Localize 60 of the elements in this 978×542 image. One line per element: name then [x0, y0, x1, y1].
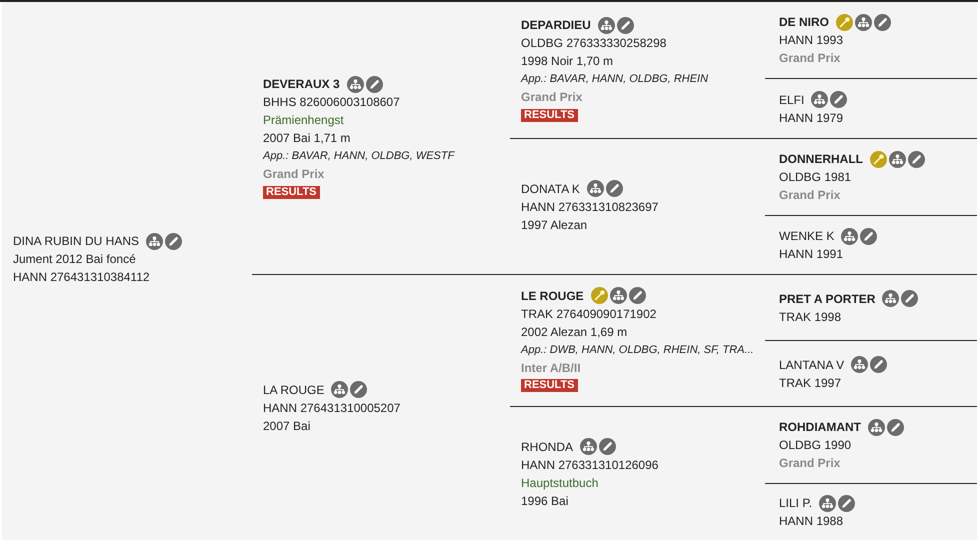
detail-text: TRAK 1998	[779, 308, 842, 324]
horse-name: PRET A PORTER	[779, 290, 876, 306]
horse-name: DINA RUBIN DU HANS	[13, 233, 140, 249]
detail-text: HANN 1993	[779, 32, 844, 48]
approval-text: App.: BAVAR, HANN, OLDBG, RHEIN	[521, 72, 708, 87]
detail-text: HANN 276431310384112	[13, 269, 150, 285]
pedigree-cell	[765, 340, 977, 406]
detail-text: HANN 276331310126096	[521, 456, 658, 472]
level-text: Grand Prix	[521, 89, 582, 105]
horse-name: DEVERAUX 3	[263, 76, 340, 92]
pedigree-cell	[765, 2, 977, 78]
detail-text: 2007 Bai	[263, 418, 310, 434]
pedigree-cell	[765, 406, 977, 483]
horse-name: ELFI	[779, 92, 804, 108]
horse-name: WENKE K	[779, 228, 834, 244]
pedigree-cell	[2, 2, 252, 540]
horse-name: DEPARDIEU	[521, 17, 591, 33]
approval-text: App.: DWB, HANN, OLDBG, RHEIN, SF, TRA...	[521, 342, 754, 358]
detail-text: 1997 Alezan	[521, 216, 588, 232]
pedigree-cell	[765, 78, 977, 138]
horse-name: LILI P.	[779, 495, 812, 511]
status-text: Prämienhengst	[263, 112, 344, 128]
level-text: Grand Prix	[779, 50, 840, 66]
pedigree-cell	[765, 138, 977, 215]
detail-text: OLDBG 1981	[779, 169, 852, 185]
detail-text: 2002 Alezan 1,69 m	[521, 324, 628, 340]
detail-text: HANN 1979	[779, 110, 844, 126]
horse-name: DONATA K	[521, 180, 580, 196]
detail-text: TRAK 1997	[779, 374, 842, 390]
pedigree-cell	[765, 274, 977, 340]
level-text: Grand Prix	[779, 455, 840, 471]
horse-name: ROHDIAMANT	[779, 419, 861, 435]
detail-text: OLDBG 1990	[779, 437, 852, 453]
level-text: Grand Prix	[779, 187, 840, 203]
detail-text: HANN 276431310005207	[263, 400, 400, 416]
detail-text: OLDBG 276333330258298	[521, 35, 666, 51]
approval-text: App.: BAVAR, HANN, OLDBG, WESTF	[263, 149, 454, 164]
detail-text: 1996 Bai	[521, 492, 568, 508]
horse-name: LA ROUGE	[263, 382, 324, 398]
detail-text: BHHS 826006003108607	[263, 94, 400, 110]
detail-text: Jument 2012 Bai foncé	[13, 251, 136, 267]
detail-text: HANN 276331310823697	[521, 198, 658, 214]
horse-name: RHONDA	[521, 438, 574, 454]
horse-name: LE ROUGE	[521, 288, 584, 304]
detail-text: HANN 1988	[779, 513, 844, 529]
status-text: Hauptstutbuch	[521, 474, 598, 490]
level-text: Grand Prix	[263, 166, 324, 182]
results-badge: RESULTS	[521, 379, 578, 392]
pedigree-cell	[765, 483, 977, 540]
horse-name: LANTANA V	[779, 356, 844, 372]
detail-text: 1998 Noir 1,70 m	[521, 53, 614, 69]
detail-text: TRAK 276409090171902	[521, 306, 656, 322]
detail-text: HANN 1991	[779, 246, 844, 262]
results-badge: RESULTS	[263, 186, 320, 198]
results-badge: RESULTS	[521, 108, 578, 122]
pedigree-cell	[765, 215, 977, 274]
detail-text: 2007 Bai 1,71 m	[263, 130, 350, 146]
horse-name: DE NIRO	[779, 14, 830, 30]
level-text: Inter A/B/II	[521, 360, 581, 376]
horse-name: DONNERHALL	[779, 151, 863, 167]
